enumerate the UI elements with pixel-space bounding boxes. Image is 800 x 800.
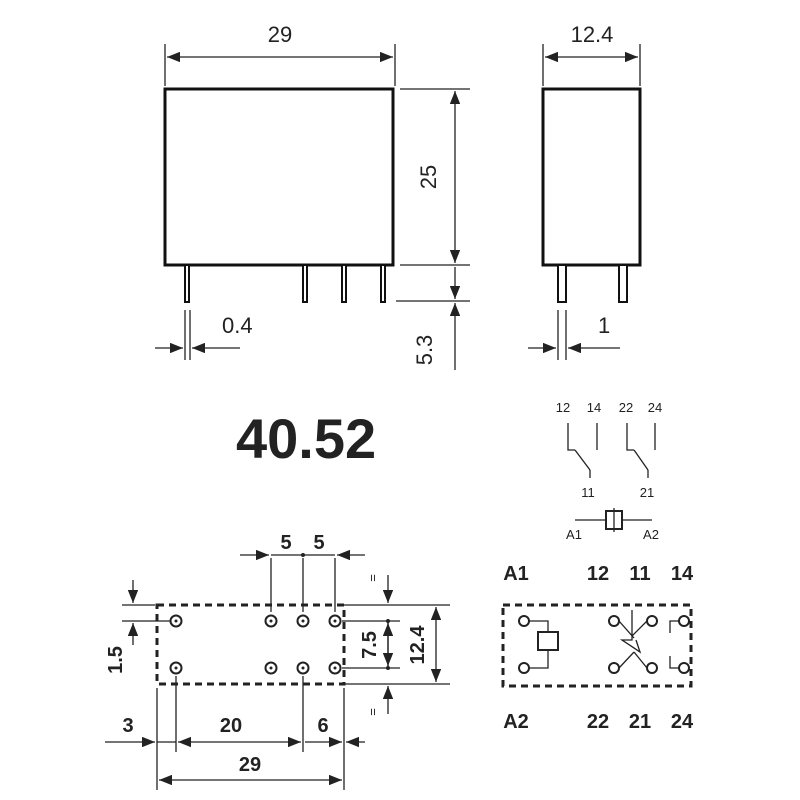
pin-layout: A1 12 11 14 A2 22 21 24 [501, 563, 694, 733]
row-spacing-label: 7.5 [359, 631, 381, 659]
pin-label: 21 [629, 711, 651, 733]
total-height-label: 12.4 [407, 625, 429, 665]
coil-symbol [537, 631, 559, 651]
terminal-label: 21 [640, 485, 654, 500]
equal-mark: = [365, 708, 380, 716]
pitch-b-label: 5 [313, 532, 324, 554]
row-offset-label: 1.5 [105, 646, 127, 674]
model-number: 40.52 [236, 407, 376, 470]
terminal-label: 24 [648, 400, 662, 415]
equal-mark: = [365, 574, 380, 582]
pin-width-label: 1 [598, 313, 610, 338]
footprint-outline [155, 603, 346, 686]
span-main-label: 20 [220, 715, 242, 737]
pin-label: 24 [671, 711, 694, 733]
pin [557, 264, 567, 303]
relay-body-side [541, 87, 642, 267]
coil-terminal-label: A2 [643, 527, 659, 542]
pitch-a-label: 5 [280, 532, 291, 554]
pin [380, 264, 386, 303]
terminal-label: 11 [581, 485, 595, 500]
pin-length-label: 5.3 [412, 335, 437, 366]
pin-label: 11 [629, 563, 650, 585]
pin-label: 12 [587, 563, 609, 585]
pin-label: A1 [503, 563, 529, 585]
pin-label: A2 [503, 711, 529, 733]
pin [618, 264, 628, 303]
relay-body-front [163, 87, 395, 267]
span-right-label: 6 [317, 715, 328, 737]
terminal-label: 22 [619, 400, 633, 415]
contact-schematic: 12 14 22 24 11 21 A1 A2 [556, 400, 662, 542]
pin [302, 264, 308, 303]
offset-left-label: 3 [122, 715, 133, 737]
front-height-label: 25 [416, 165, 441, 189]
pin-label: 14 [671, 563, 694, 585]
terminal-label: 14 [587, 400, 601, 415]
front-width-label: 29 [268, 22, 292, 47]
pin [341, 264, 347, 303]
pin-label: 22 [587, 711, 609, 733]
coil-terminal-label: A1 [566, 527, 582, 542]
footprint-total-width-label: 29 [239, 754, 261, 776]
front-view: 29 25 5.3 0.4 [155, 22, 470, 370]
terminal-label: 12 [556, 400, 570, 415]
side-width-label: 12.4 [571, 22, 614, 47]
pin-layout-outline [501, 603, 693, 688]
pin-thickness-label: 0.4 [222, 313, 253, 338]
pcb-footprint: 5 5 1.5 7.5 12.4 = = 3 20 [105, 532, 450, 790]
footprint-holes [169, 614, 342, 675]
side-view: 12.4 1 [528, 22, 642, 360]
pin [184, 264, 190, 303]
